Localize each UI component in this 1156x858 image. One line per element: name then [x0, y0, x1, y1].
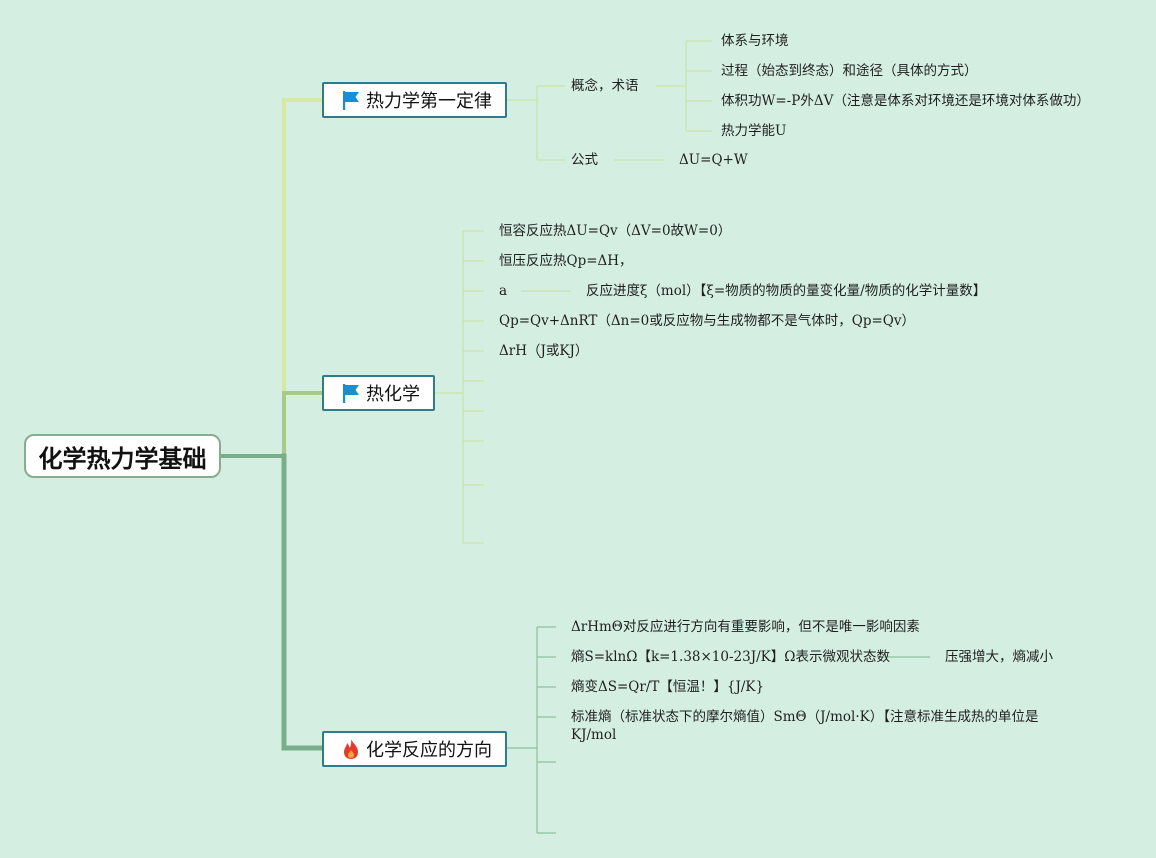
leaf-volume-work[interactable]: 体积功W=-P外ΔV（注意是体系对环境还是环境对体系做功）: [721, 93, 1090, 109]
leaf-internal-energy[interactable]: 热力学能U: [721, 123, 787, 139]
leaf-system-environment[interactable]: 体系与环境: [721, 33, 789, 49]
leaf-reaction-extent[interactable]: 反应进度ξ（mol）【ξ=物质的物质的量变化量/物质的化学计量数】: [586, 283, 987, 299]
topic-enthalpy-influence[interactable]: ΔrHmΘ对反应进行方向有重要影响，但不是唯一影响因素: [571, 619, 920, 635]
flag-icon: [340, 89, 362, 111]
branch-connector-direction: [281, 453, 325, 751]
branch-label: 热化学: [366, 384, 420, 405]
topic-entropy[interactable]: 熵S=klnΩ【k=1.38×10-23J/K】Ω表示微观状态数: [571, 649, 890, 665]
topic-standard-entropy[interactable]: 标准熵（标准状态下的摩尔熵值）SmΘ（J/mol·K）【注意标准生成热的单位是K…: [571, 709, 1039, 743]
branch-node-thermochem[interactable]: 热化学: [322, 375, 435, 411]
branch-label: 热力学第一定律: [366, 91, 492, 112]
topic-isochoric-heat[interactable]: 恒容反应热ΔU=Qv（ΔV=0故W=0）: [499, 223, 732, 239]
topic-qp-qv-relation[interactable]: Qp=Qv+ΔnRT（Δn=0或反应物与生成物都不是气体时，Qp=Qv）: [499, 313, 915, 329]
topic-formula[interactable]: 公式: [571, 152, 598, 168]
leaf-pressure-entropy[interactable]: 压强增大，熵减小: [945, 649, 1053, 665]
branch-node-direction[interactable]: 化学反应的方向: [322, 731, 507, 767]
topic-concepts[interactable]: 概念，术语: [571, 78, 639, 94]
branch-connector-first-law: [282, 98, 324, 458]
branch-connector-thermochem: [282, 391, 324, 458]
root-node[interactable]: 化学热力学基础: [24, 434, 221, 478]
topic-entropy-change[interactable]: 熵变ΔS=Qr/T【恒温！】{J/K}: [571, 679, 765, 695]
flag-icon: [340, 382, 362, 404]
leaf-formula-du[interactable]: ΔU=Q+W: [679, 152, 748, 168]
branch-label: 化学反应的方向: [366, 740, 492, 761]
topic-enthalpy-unit[interactable]: ΔrH（J或KJ）: [499, 343, 589, 359]
leaf-process-path[interactable]: 过程（始态到终态）和途径（具体的方式）: [721, 63, 978, 79]
branch-node-first-law[interactable]: 热力学第一定律: [322, 82, 507, 118]
fire-icon: [340, 738, 362, 760]
topic-a[interactable]: a: [499, 283, 508, 299]
topic-isobaric-heat[interactable]: 恒压反应热Qp=ΔH，: [499, 253, 633, 269]
